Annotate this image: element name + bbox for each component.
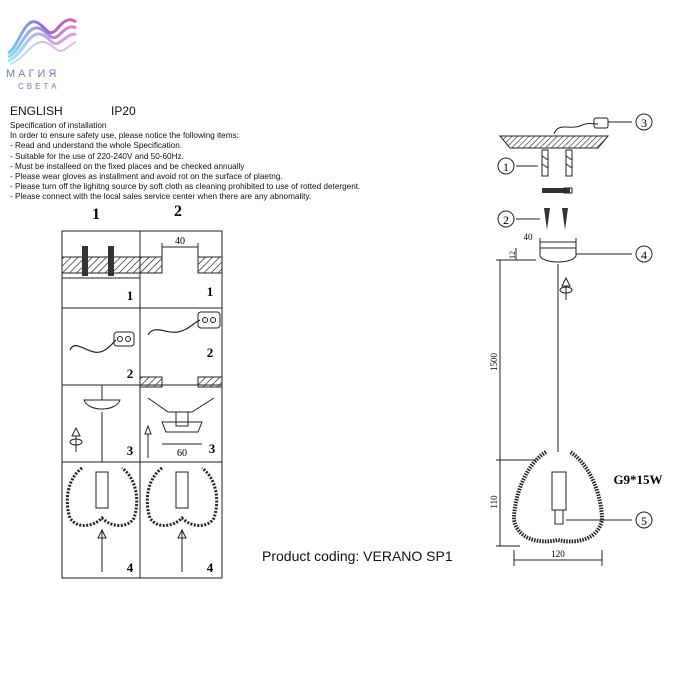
callout-circle [497, 157, 515, 175]
step-1-ceiling-gap [139, 243, 223, 274]
ip-rating: IP20 [111, 104, 136, 118]
callout-number: 5 [641, 514, 647, 528]
callout-circle [635, 245, 653, 263]
step-number: 1 [207, 284, 214, 299]
language-label: ENGLISH [10, 104, 63, 118]
terminal-block [593, 117, 609, 129]
mounting-bracket [542, 188, 570, 193]
spec-line: - Please wear gloves as installment and … [10, 172, 283, 182]
ceiling-section [498, 135, 610, 149]
spec-line: - Read and understand the whole Specific… [10, 141, 183, 151]
step-number: 3 [127, 443, 134, 458]
brand-logo [7, 18, 77, 65]
dimension-label: 40 [175, 236, 185, 247]
column-header-2: 2 [174, 203, 182, 220]
canopy [539, 247, 577, 263]
installation-steps-grid: 1 2 1 40 1 2 2 [61, 203, 223, 579]
glass-shade [511, 450, 605, 544]
column-header-1: 1 [92, 206, 100, 223]
callout-circle [635, 113, 653, 131]
specification-block: Specification of installation In order t… [10, 121, 360, 203]
dimension-label: 1500 [489, 353, 499, 372]
dimension-label: 120 [551, 549, 565, 559]
step-number: 2 [127, 366, 134, 381]
step-3-canopy-mount [69, 385, 121, 462]
step-2-wire-connector [147, 311, 221, 336]
spec-line: In order to ensure safety use, please no… [10, 131, 239, 141]
step-number: 4 [127, 560, 134, 575]
callout-circle [497, 210, 515, 228]
spec-line: - Must be installeed on the fixed places… [10, 161, 245, 171]
callout-circle [635, 511, 653, 529]
step-2-wire-connector [69, 331, 135, 353]
logo-subtitle: СВЕТА [18, 82, 60, 91]
g9-bulb [554, 509, 564, 525]
step-3-bracket [139, 376, 223, 458]
dimension-label: 60 [177, 448, 187, 459]
callout-number: 4 [641, 248, 647, 262]
logo-name: МАГИЯ [6, 68, 60, 80]
screws [544, 208, 568, 230]
product-coding: Product coding: VERANO SP1 [262, 548, 453, 564]
spec-line: - Please turn off the lighitng source by… [10, 182, 361, 192]
dimension-label: 110 [489, 495, 499, 509]
rotate-icon [559, 276, 573, 300]
spec-line: - Suitable for the use of 220-240V and 5… [10, 151, 184, 161]
supply-wire [553, 123, 599, 135]
step-4-shade [145, 466, 219, 572]
step-number: 2 [207, 345, 214, 360]
callout-number: 2 [503, 213, 509, 227]
mounting-bracket [563, 187, 573, 194]
step-number: 3 [209, 441, 216, 456]
dimension-label: 12 [508, 251, 517, 259]
step-1-ceiling-screws [61, 246, 141, 279]
wall-anchors [541, 149, 573, 177]
grid-border [61, 230, 223, 579]
bulb-spec: G9*15W [613, 472, 662, 487]
pendant-assembly-drawing: 3 1 2 40 12 4 1500 G9*15W [489, 113, 663, 566]
step-number: 4 [207, 560, 214, 575]
step-number: 1 [127, 288, 134, 303]
spec-title: Specification of installation [10, 121, 107, 130]
dimension-label: 40 [524, 232, 534, 242]
spec-line: - Please connect with the local sales se… [10, 192, 312, 202]
lamp-holder [551, 471, 567, 511]
callout-number: 3 [641, 116, 647, 130]
step-4-shade [65, 466, 139, 572]
callout-number: 1 [503, 160, 509, 174]
